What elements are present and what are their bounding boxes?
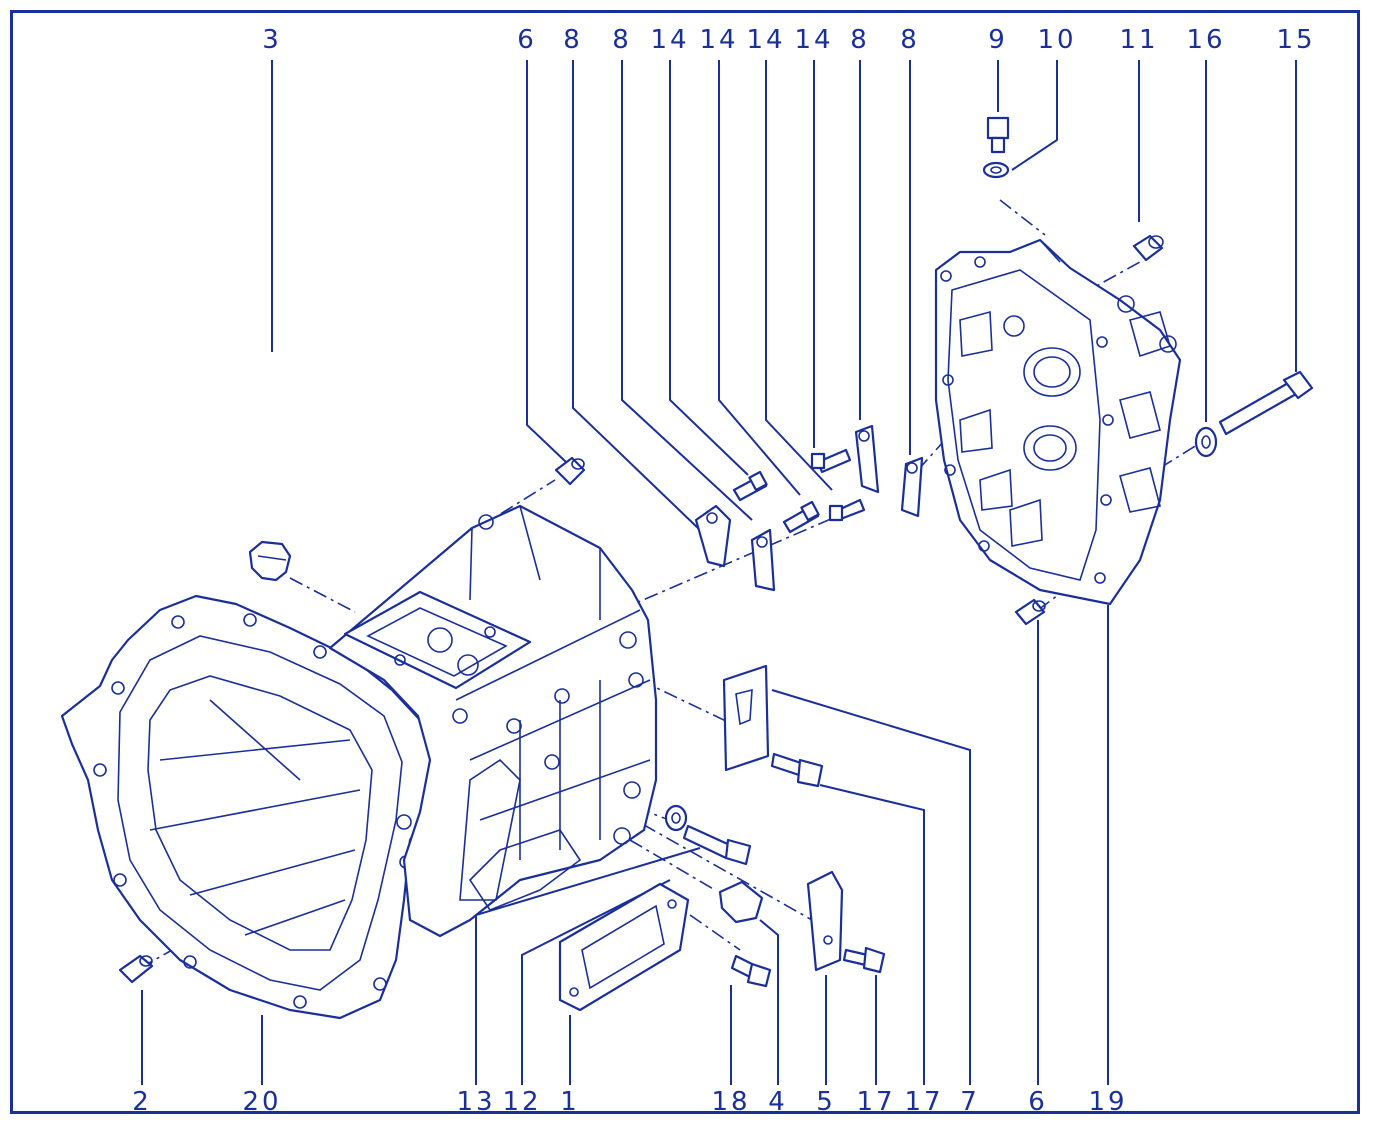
washer — [1194, 426, 1218, 458]
cover-gasket — [558, 882, 690, 1012]
bracket — [806, 870, 844, 972]
bolt — [782, 500, 820, 534]
washer — [982, 161, 1010, 179]
callout-label: 11 — [1119, 25, 1158, 55]
bolt — [732, 470, 768, 502]
lock-plate — [750, 528, 776, 592]
dowel-pin — [1014, 598, 1046, 626]
top-callout-labels: 3 6 8 8 14 14 14 14 8 8 9 10 11 16 15 — [262, 25, 1315, 55]
bolt — [682, 824, 752, 866]
callout-label: 8 — [850, 25, 870, 55]
callout-label: 14 — [650, 25, 689, 55]
callout-label: 12 — [502, 1087, 541, 1117]
long-bolt — [1218, 370, 1314, 436]
bolt — [770, 752, 824, 788]
vent-plug — [986, 116, 1010, 154]
callout-label: 8 — [612, 25, 632, 55]
callout-label: 15 — [1276, 25, 1315, 55]
dowel-pin — [118, 954, 154, 984]
bottom-callout-labels: 2 20 13 12 1 18 4 5 17 17 7 6 19 — [132, 1087, 1127, 1117]
callout-label: 17 — [904, 1087, 943, 1117]
washer — [664, 804, 688, 832]
callout-label: 14 — [794, 25, 833, 55]
callout-label: 19 — [1088, 1087, 1127, 1117]
callout-label: 6 — [1028, 1087, 1048, 1117]
callout-label: 3 — [262, 25, 282, 55]
callout-label: 1 — [560, 1087, 580, 1117]
callout-label: 6 — [517, 25, 537, 55]
bolt — [828, 498, 866, 522]
callout-label: 2 — [132, 1087, 152, 1117]
callout-label: 5 — [816, 1087, 836, 1117]
lock-plate — [854, 424, 880, 494]
gearbox-housing — [60, 504, 658, 1020]
callout-label: 7 — [960, 1087, 980, 1117]
diagram-frame — [10, 10, 1360, 1114]
bottom-leader-lines — [141, 605, 1109, 1085]
callout-label: 9 — [988, 25, 1008, 55]
lock-plate — [694, 504, 732, 568]
callout-label: 10 — [1037, 25, 1076, 55]
callout-label: 16 — [1186, 25, 1225, 55]
callout-label: 14 — [699, 25, 738, 55]
filler-plug — [718, 880, 764, 924]
callout-label: 8 — [900, 25, 920, 55]
sleeve — [1132, 234, 1164, 262]
callout-label: 8 — [563, 25, 583, 55]
dowel-pin — [554, 456, 586, 486]
bolt — [730, 954, 772, 988]
lock-plate — [900, 456, 924, 518]
bolt — [810, 448, 852, 474]
drain-plug — [248, 540, 292, 582]
callout-label: 17 — [856, 1087, 895, 1117]
callout-label: 13 — [456, 1087, 495, 1117]
rear-housing — [934, 238, 1182, 606]
retainer-plate — [722, 664, 770, 772]
top-leader-lines — [271, 60, 1297, 531]
callout-label: 4 — [768, 1087, 788, 1117]
callout-label: 14 — [746, 25, 785, 55]
callout-label: 18 — [711, 1087, 750, 1117]
bolt — [842, 946, 886, 974]
callout-label: 20 — [242, 1087, 281, 1117]
